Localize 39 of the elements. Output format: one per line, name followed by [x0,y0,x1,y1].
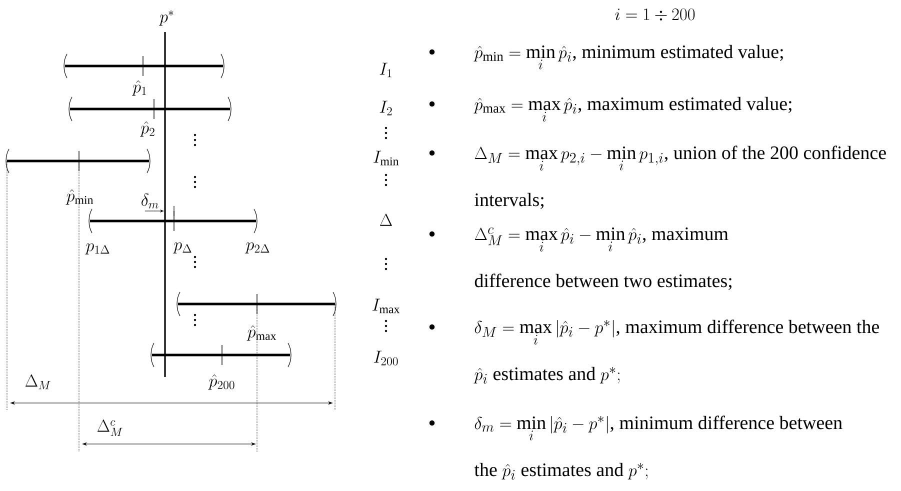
interval-label: $I_{2}$ [380,100,392,116]
label: $\delta_{m} = \min\limits_{i} |\hat{p}_{i} - p^{*}|$ [474,416,608,440]
bullet-text: $\Delta_{M} = \max\limits_{i} p_{2,i} - \min\limits_{i} p_{1,i}$, union of the 200 confidence intervals; [474,146,886,209]
label: estimates and [521,462,624,476]
dimension-label: $\Delta_{M}$ [25,374,50,390]
estimate-label: $\hat{p}_{\min}$ [66,189,94,205]
interval-label: $I_{1}$ [380,62,392,78]
math-label: $\delta_{m}$ [142,193,158,208]
bullet-text: $\delta_{M} = \max\limits_{i} |\hat{p}_{i} - p^{*}|$, maximum difference between the $\hat{p}_{i}$ estimates and $p^{*};$ [474,320,880,384]
math-label: $p_{\Delta}$ [173,242,192,254]
interval-label: $I_{200}$ [374,350,398,366]
label: $p^{*};$ [628,463,648,480]
heading: $i = 1 \div 200$ [615,8,695,20]
label: estimates and [493,366,596,380]
label: $\delta_{M} = \max\limits_{i} |\hat{p}_{i} - p^{*}|$ [474,320,614,344]
label: $p^{*};$ [600,367,620,384]
label: , maximum difference between the [616,320,880,336]
estimate-label: $\hat{p}_{200}$ [208,374,234,390]
interval-label: $\Delta$ [380,214,392,226]
dimension-label: $\Delta_{M}^{c}$ [97,420,122,436]
label: $\Delta_{M} = \max\limits_{i} p_{2,i} - \min\limits_{i} p_{1,i}$ [474,146,663,170]
interval-label: $I_{\max}$ [372,298,400,314]
interval-label: $I_{\min}$ [373,150,399,166]
label: the [474,462,497,476]
label: intervals; [474,192,544,209]
estimate-label: $\hat{p}_{2}$ [140,121,154,137]
bullet-text: $\Delta_{M}^{c} = \max\limits_{i} \hat{p}_{i} - \min\limits_{i} \hat{p}_{i}$, maximum difference between two estimates; [474,227,732,290]
math-label: $p_{1\Delta}$ [85,243,110,254]
label: , minimum difference between [610,416,842,432]
estimate-label: $\hat{p}_{\max}$ [246,325,276,341]
label: $\hat{p}_{i}$ [474,368,487,384]
bullet-text: $\hat{p}_{\min} = \min\limits_{i} \hat{p}_{i}$, minimum estimated value; [474,44,783,70]
label: $\hat{p}_{i}$ [502,464,515,480]
bullet-text: $\hat{p}_{\max} = \max\limits_{i} \hat{p}_{i}$, maximum estimated value; [474,96,792,122]
label: , union of the 200 confidence [664,146,886,162]
bullet-text: $\delta_{m} = \min\limits_{i} |\hat{p}_{i} - p^{*}|$, minimum difference between the $\hat{p}_{i}$ estimates and $p^{*};$ [474,416,842,480]
math-label: $p_{2\Delta}$ [245,242,270,254]
axis-label: $p^{*}$ [158,10,174,26]
estimate-label: $\hat{p}_{1}$ [132,80,146,96]
